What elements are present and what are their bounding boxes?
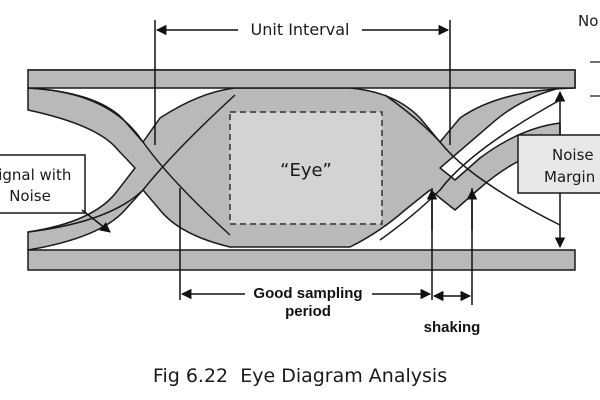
- unit-interval-label: Unit Interval: [251, 20, 350, 39]
- good-sampling-line2: period: [285, 303, 331, 320]
- signal-pointer-arrow: [81, 209, 111, 233]
- good-sampling-line1: Good sampling: [253, 285, 362, 302]
- shaking-label: shaking: [424, 319, 481, 336]
- eye-box: [229, 111, 383, 225]
- signal-label-line1: Signal with: [0, 166, 71, 184]
- figure-caption: Fig 6.22 Eye Diagram Analysis: [153, 365, 447, 387]
- noise-margin-line2: Margin: [544, 168, 595, 186]
- noise-margin-line1: Noise: [552, 146, 594, 164]
- noise-margin-box: [517, 134, 600, 194]
- bottom-rail: [27, 249, 576, 271]
- top-rail-bar: [27, 69, 576, 89]
- signal-label-line2: Noise: [9, 187, 51, 205]
- crossings: [27, 87, 561, 241]
- corner-label: No: [578, 12, 598, 30]
- eye-label: “Eye”: [280, 160, 332, 181]
- signal-with-noise-box: [0, 154, 86, 214]
